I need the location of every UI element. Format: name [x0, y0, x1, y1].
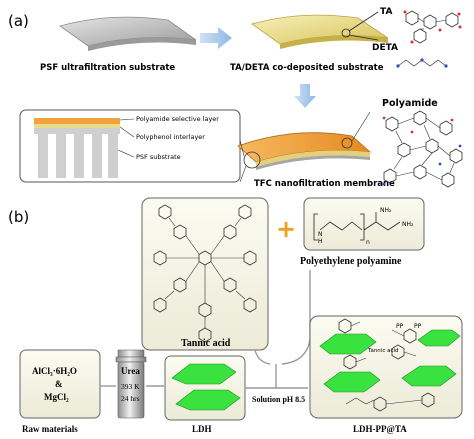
- polyamine-n-subscript: n: [366, 239, 370, 246]
- polyamine-n-atom: N: [318, 231, 323, 238]
- layer-label-psf: PSF substrate: [136, 153, 181, 161]
- polyamide-network-icon: [382, 110, 463, 188]
- polyamine-box: [303, 197, 425, 251]
- layer-label-polyphenol: Polyphenol interlayer: [136, 133, 205, 141]
- raw-line-2: &: [55, 379, 63, 389]
- autoclave-line-urea: Urea: [121, 366, 140, 376]
- psf-substrate-label: PSF ultrafiltration substrate: [40, 63, 175, 73]
- codeposited-label: TA/DETA co-deposited substrate: [230, 63, 384, 73]
- ldh-box: [164, 355, 246, 421]
- pp-label-2: PP: [414, 323, 422, 330]
- ta-label: TA: [380, 7, 392, 17]
- raw-materials-label: Raw materials: [22, 424, 78, 434]
- polyamide-label: Polyamide: [382, 98, 438, 109]
- raw-line-1: AlCl₃·6H₂O: [32, 366, 77, 376]
- product-box: [309, 315, 463, 419]
- polyamine-h-atom: H: [318, 238, 323, 245]
- plus-icon: +: [276, 215, 296, 243]
- tannic-acid-label: Tannic acid: [181, 338, 231, 349]
- raw-line-3: MgCl₂: [44, 392, 69, 402]
- solution-label: Solution pH 8.5: [252, 395, 305, 404]
- inner-tannic-label: Tannic acid: [367, 348, 399, 354]
- panel-a-label: (a): [8, 12, 29, 30]
- arrow-right-icon: [200, 27, 232, 49]
- tannic-acid-structure-icon: [153, 204, 257, 343]
- layer-label-polyamide: Polyamide selective layer: [136, 115, 219, 123]
- tfc-label: TFC nanofiltration membrane: [254, 179, 395, 189]
- ta-molecule-icon: [403, 10, 462, 44]
- cross-section-box: [19, 109, 241, 183]
- deta-molecule-icon: [396, 58, 448, 68]
- pp-label-1: PP: [396, 323, 404, 330]
- arrow-down-icon: [294, 84, 316, 108]
- autoclave-line-time: 24 hrs: [121, 394, 140, 403]
- autoclave-line-temp: 393 K: [121, 382, 140, 391]
- polyamine-nh2-top: NH₂: [380, 207, 392, 214]
- panel-b-label: (b): [8, 208, 29, 226]
- autoclave-icon: [115, 349, 147, 419]
- tfc-membrane-sheet: [237, 132, 372, 170]
- raw-materials-box: [19, 349, 101, 419]
- deta-label: DETA: [372, 43, 398, 53]
- product-label: LDH-PP@TA: [353, 424, 407, 434]
- polyamine-nh2-end: NH₂: [402, 221, 414, 228]
- polyamine-label: Polyethylene polyamine: [300, 256, 402, 267]
- ldh-label: LDH: [192, 424, 212, 434]
- codeposited-substrate-sheet: [251, 14, 389, 49]
- psf-substrate-sheet: [59, 16, 197, 51]
